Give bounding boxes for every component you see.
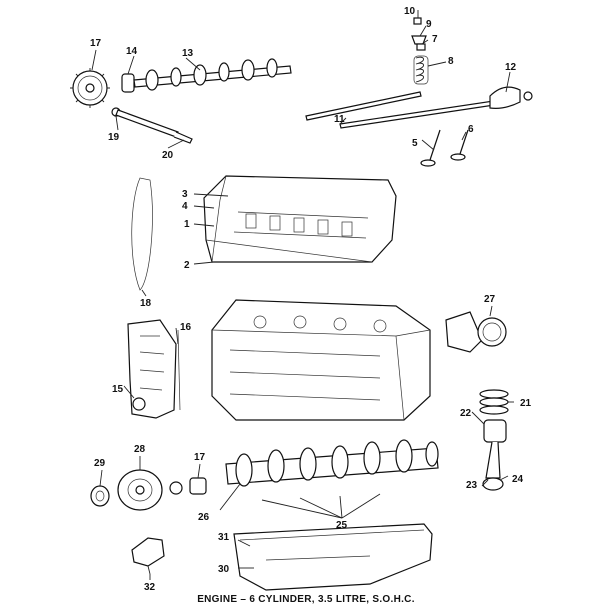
callout-14: 14 [126, 46, 138, 57]
callout-22: 22 [460, 408, 472, 419]
cylinder-head [203, 175, 397, 263]
camshaft [121, 58, 292, 93]
callout-30: 30 [218, 564, 230, 575]
callout-31: 31 [218, 532, 230, 543]
callout-16: 16 [180, 322, 192, 333]
callout-11: 11 [334, 114, 345, 125]
callout-1: 1 [184, 219, 190, 230]
crankshaft-sprocket [169, 477, 207, 495]
leader-lines [91, 10, 514, 580]
engine-block [211, 299, 431, 421]
camshaft-sprocket [70, 68, 110, 108]
callout-20: 20 [162, 150, 174, 161]
valve-spring-assembly [411, 17, 429, 85]
callout-26: 26 [198, 512, 210, 523]
engine-mount [131, 537, 165, 575]
callout-17-bottom: 17 [194, 452, 206, 463]
callout-6: 6 [468, 124, 474, 135]
callout-labels: 10 9 7 8 12 11 17 14 13 19 20 5 6 3 4 1 … [90, 6, 532, 593]
front-seal [90, 485, 110, 507]
rocker-arm [489, 86, 533, 109]
callout-23: 23 [466, 480, 478, 491]
valves [420, 129, 469, 167]
timing-cover [127, 319, 181, 419]
rocker-shafts [305, 91, 502, 129]
callout-7: 7 [432, 34, 438, 45]
callout-5: 5 [412, 138, 418, 149]
crankshaft [225, 439, 439, 487]
rear-main-seal [445, 311, 507, 353]
callout-24: 24 [512, 474, 524, 485]
callout-25: 25 [336, 520, 348, 531]
callout-29: 29 [94, 458, 106, 469]
tensioner-rail [111, 107, 193, 144]
diagram-caption: ENGINE – 6 CYLINDER, 3.5 LITRE, S.O.H.C. [197, 594, 415, 605]
oil-pan [233, 523, 433, 591]
callout-32: 32 [144, 582, 156, 593]
callout-15: 15 [112, 384, 124, 395]
piston-rod [482, 419, 507, 491]
callout-2: 2 [184, 260, 190, 271]
callout-17-top: 17 [90, 38, 102, 49]
callout-27: 27 [484, 294, 496, 305]
piston-rings [479, 389, 509, 415]
callout-4: 4 [182, 201, 188, 212]
callout-10: 10 [404, 6, 416, 17]
callout-19: 19 [108, 132, 120, 143]
callout-13: 13 [182, 48, 194, 59]
callout-3: 3 [182, 189, 188, 200]
callout-8: 8 [448, 56, 454, 67]
callout-18: 18 [140, 298, 152, 309]
harmonic-balancer [117, 469, 163, 511]
callout-28: 28 [134, 444, 146, 455]
callout-12: 12 [505, 62, 517, 73]
timing-chain [131, 177, 153, 291]
callout-9: 9 [426, 19, 432, 30]
callout-21: 21 [520, 398, 532, 409]
